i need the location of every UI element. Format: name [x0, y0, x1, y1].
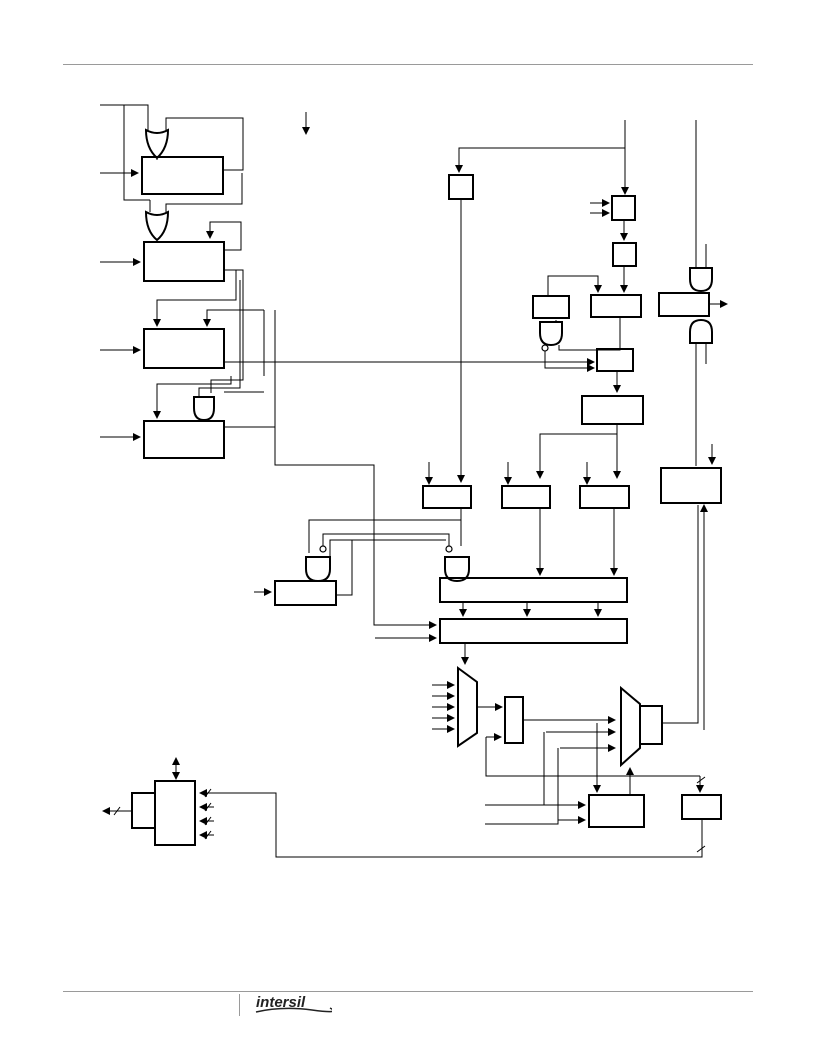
register-block-4 [143, 420, 225, 459]
block-r5 [581, 395, 644, 425]
center-path [448, 120, 626, 483]
and-gate-m1 [305, 556, 331, 583]
and-gate-left [193, 396, 215, 422]
block-m1 [422, 485, 472, 509]
mux [457, 666, 478, 748]
block-bl-main [154, 780, 196, 846]
bottom-left [102, 757, 214, 846]
register-block-2 [143, 241, 225, 282]
left-register-stack [100, 104, 595, 629]
block-r3-left [532, 295, 570, 319]
bubble-m2 [445, 545, 453, 553]
block-r1 [611, 195, 636, 221]
register-block-3 [143, 328, 225, 369]
footer-divider [239, 994, 240, 1016]
alu [620, 685, 641, 768]
logo-text: intersil [256, 994, 306, 1011]
block-fr1 [658, 292, 710, 317]
block-m2 [501, 485, 551, 509]
block-small-center [448, 174, 474, 200]
inverter-bubble [541, 344, 549, 352]
or-gate-2 [144, 210, 170, 242]
block-r3 [590, 294, 642, 318]
or-gate-1 [144, 128, 170, 160]
bubble-m1 [319, 545, 327, 553]
block-r2 [612, 242, 637, 267]
wide-bus-2 [439, 618, 628, 644]
block-d1 [504, 696, 524, 744]
and-gate-m2 [444, 556, 470, 583]
register-block-1 [141, 156, 224, 195]
block-d2 [588, 794, 645, 828]
intersil-logo: intersil [255, 994, 332, 1013]
block-fr2 [660, 467, 722, 504]
middle-row [254, 462, 630, 665]
block-alu-out [639, 705, 663, 745]
far-right [658, 120, 728, 730]
and-gate-top-right [689, 267, 713, 293]
block-m3 [579, 485, 630, 509]
block-r4 [596, 348, 634, 372]
wide-bus-1 [439, 577, 628, 603]
block-m4 [274, 580, 337, 606]
and-gate-bubble [539, 321, 563, 347]
header-rule [63, 64, 753, 65]
and-gate-bottom-right [689, 318, 713, 344]
block-bl-side [131, 792, 156, 829]
right-chain [532, 148, 644, 479]
lower-datapath [199, 505, 722, 858]
block-d3 [681, 794, 722, 820]
footer-rule [63, 991, 753, 992]
